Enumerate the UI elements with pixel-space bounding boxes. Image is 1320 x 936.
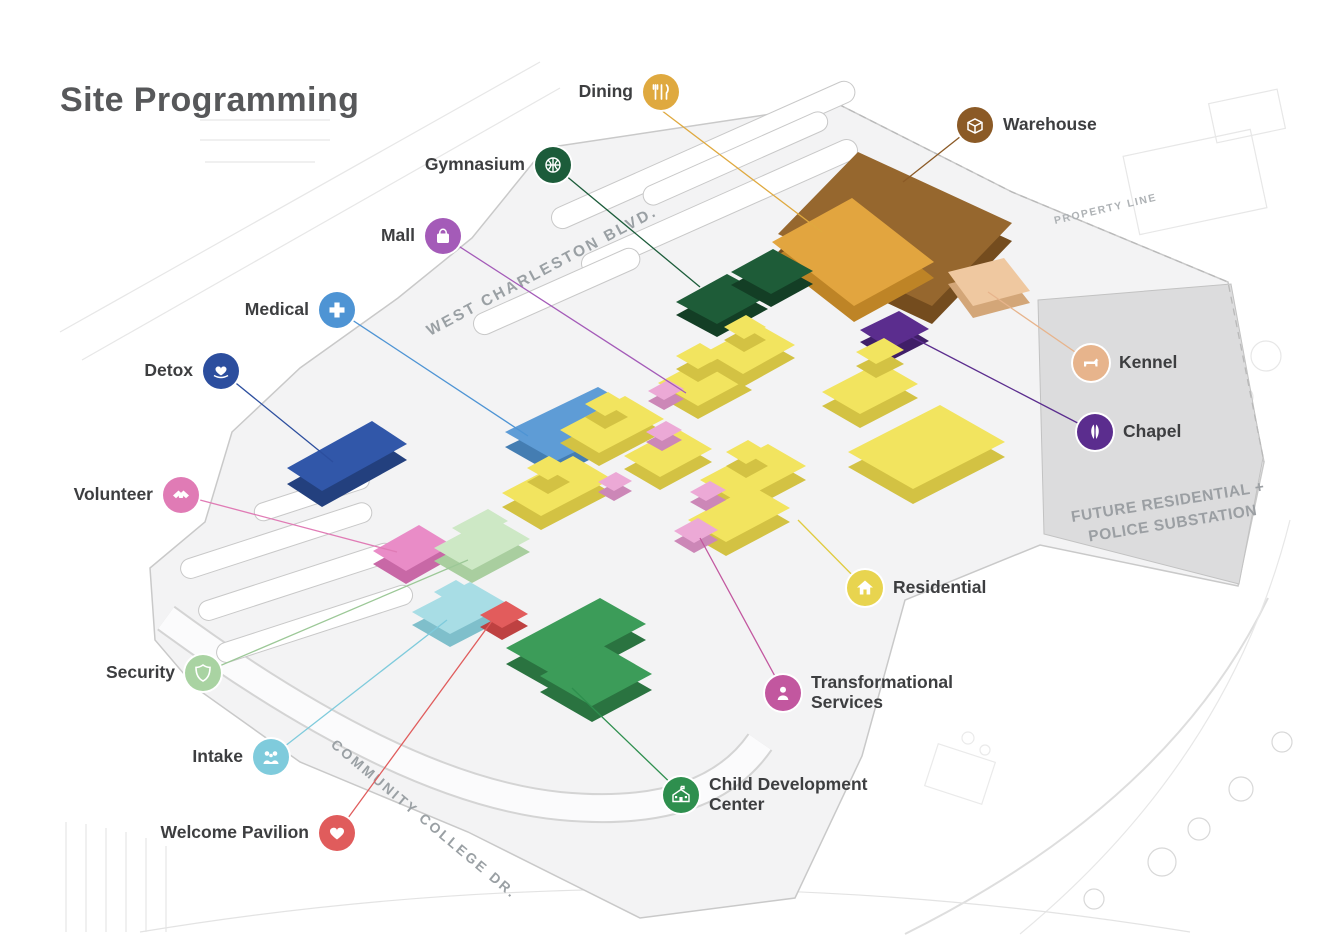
welcome-pavilion-label: Welcome Pavilion [160,822,309,843]
building-gymnasium [676,249,813,337]
person-icon [765,674,801,711]
utensils-icon [643,74,679,110]
basketball-icon [535,147,571,183]
legend-item-kennel: Kennel [1073,345,1177,381]
internal-road [157,605,773,824]
building-detox [287,421,407,507]
legend-item-transformational-services: Transformational Services [765,672,971,712]
transformational-services-label: Transformational Services [811,672,953,712]
building-transformational-services [598,380,726,553]
legend-item-detox: Detox [144,353,239,389]
building-security [434,509,530,583]
legend-item-chapel: Chapel [1077,414,1181,450]
shopping-bag-icon [425,218,461,254]
gymnasium-label: Gymnasium [424,154,525,175]
legend-item-medical: Medical [245,292,355,328]
legend-item-welcome-pavilion: Welcome Pavilion [161,815,355,851]
school-icon [663,776,699,813]
leader-lines [180,109,1096,834]
property-line [837,103,1265,463]
heart-icon [319,815,355,851]
child-development-center-label: Child Development Center [709,774,868,814]
security-label: Security [105,662,175,683]
residential-label: Residential [893,577,987,598]
house-icon [847,570,883,606]
legend-item-gymnasium: Gymnasium [425,147,571,183]
shield-icon [185,655,221,691]
legend-item-warehouse: Warehouse [957,107,1097,143]
kennel-label: Kennel [1119,352,1178,373]
medical-label: Medical [244,299,309,320]
page-title: Site Programming [60,80,360,119]
dog-icon [1073,345,1109,381]
handshake-icon [163,477,199,513]
legend-item-mall: Mall [381,218,461,254]
legend-item-residential: Residential [847,570,986,606]
detox-label: Detox [144,360,193,381]
building-volunteer [373,525,452,584]
chapel-label: Chapel [1123,421,1182,442]
legend-item-child-development-center: Child Development Center [663,774,894,814]
mall-label: Mall [380,225,415,246]
volunteer-label: Volunteer [73,484,153,505]
dining-label: Dining [578,81,633,102]
hands-heart-icon [203,353,239,389]
building-intake [412,580,508,647]
warehouse-label: Warehouse [1003,114,1097,135]
family-icon [253,739,289,775]
legend-item-intake: Intake [192,739,289,775]
praying-hands-icon [1077,414,1113,450]
building-kennel [948,258,1030,318]
legend-item-dining: Dining [579,74,679,110]
legend-item-volunteer: Volunteer [74,477,199,513]
box-icon [957,107,993,143]
building-child-development-center [506,598,652,722]
medical-cross-icon [319,292,355,328]
intake-label: Intake [192,746,243,767]
building-residential-cluster [502,315,1005,556]
property-line-label: PROPERTY LINE [1053,192,1158,227]
legend-item-security: Security [106,655,221,691]
